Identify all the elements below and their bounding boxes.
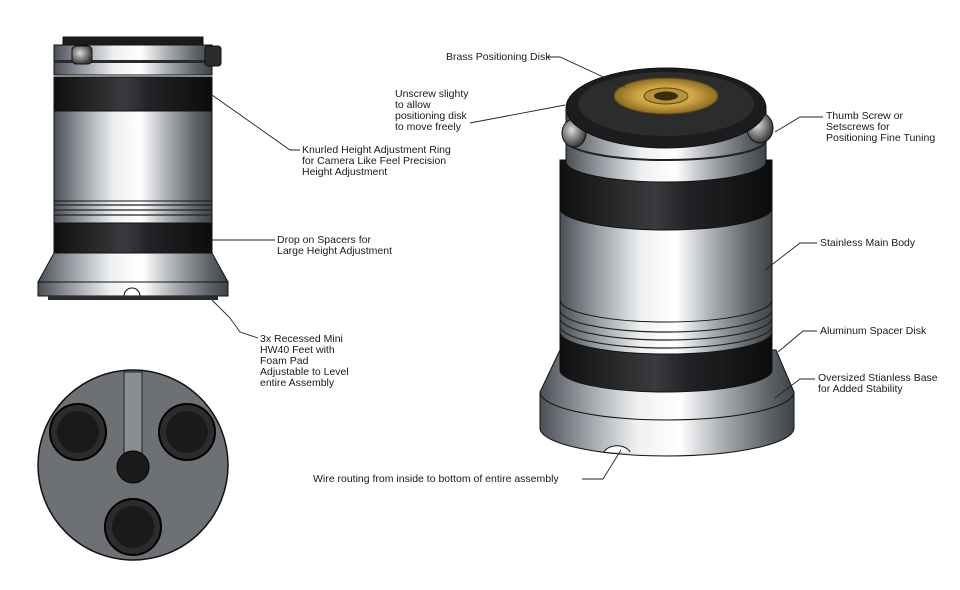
side-collar-groove <box>54 60 212 63</box>
leader-feet <box>211 299 259 339</box>
side-groove-section <box>53 200 213 224</box>
side-main-body <box>53 110 213 202</box>
side-wire-notch <box>123 287 141 297</box>
side-top-cap <box>62 36 204 46</box>
bottom-foot-right-pad <box>166 411 208 453</box>
leader-thumb <box>774 116 823 133</box>
leader-lines <box>211 56 823 480</box>
iso-wire-notch <box>603 445 631 453</box>
side-thumb-screw-right <box>204 45 222 67</box>
leader-spacer-disk <box>777 330 817 353</box>
leader-knurled <box>211 94 300 151</box>
label-oversized-base: Oversized Stianless Base for Added Stabi… <box>818 372 938 395</box>
leader-unscrew <box>469 104 566 124</box>
side-thumb-screw-left <box>71 45 93 65</box>
bottom-center-hole <box>116 450 150 484</box>
side-spacer-band <box>53 222 213 254</box>
bottom-foot-bottom-pad <box>112 506 154 548</box>
side-view <box>37 36 229 300</box>
label-spacer-disk: Aluminum Spacer Disk <box>820 325 927 337</box>
label-thumb-screw: Thumb Screw or Setscrews for Positioning… <box>826 110 936 144</box>
label-drop-spacers: Drop on Spacers for Large Height Adjustm… <box>277 234 392 257</box>
iso-brass-hole <box>654 91 678 101</box>
label-knurled-ring: Knurled Height Adjustment Ring for Camer… <box>302 144 451 178</box>
label-main-body: Stainless Main Body <box>820 237 916 249</box>
side-feet-strip <box>48 296 218 300</box>
iso-view <box>539 67 795 457</box>
label-recessed-feet: 3x Recessed Mini HW40 Feet with Foam Pad… <box>260 333 349 389</box>
bottom-wire-channel <box>123 371 143 465</box>
leader-main-body <box>764 242 817 271</box>
label-brass-disk: Brass Positioning Disk <box>446 51 551 63</box>
leader-base <box>774 378 815 399</box>
label-wire-routing: Wire routing from inside to bottom of en… <box>313 473 559 485</box>
leader-wire <box>582 449 622 480</box>
bottom-foot-left-pad <box>57 411 99 453</box>
side-base-flare <box>37 252 229 283</box>
leader-brass <box>547 56 626 88</box>
label-unscrew-note: Unscrew slighty to allow positioning dis… <box>395 88 469 133</box>
bottom-view <box>37 369 229 561</box>
iso-main-body <box>559 204 773 323</box>
side-knurled-ring <box>53 76 213 112</box>
